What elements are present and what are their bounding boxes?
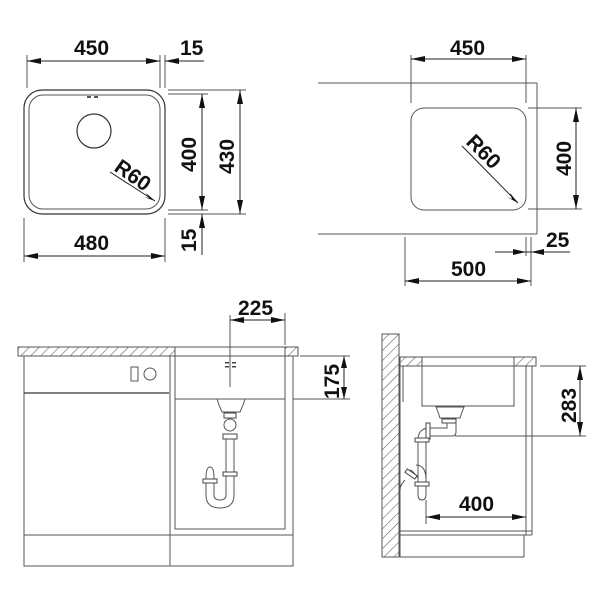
cabinet-width-label: 500	[451, 258, 486, 281]
countertop-hatch-left	[17, 346, 176, 357]
rim-bottom-label: 15	[178, 228, 201, 252]
dishwasher-display-icon	[130, 366, 139, 382]
cutout-width-label: 450	[450, 37, 485, 60]
overflow-icon	[225, 362, 236, 368]
rim-right-label: 15	[180, 37, 204, 60]
width-inner-label: 450	[74, 37, 109, 60]
siphon-trap-icon	[202, 398, 246, 509]
sink-bowl-side	[421, 365, 515, 407]
overflow-icon	[87, 96, 98, 98]
offset-label: 25	[546, 229, 570, 252]
bowl-depth-label: 175	[321, 364, 344, 399]
width-outer-label: 480	[74, 232, 109, 255]
cutout-depth-label: 400	[553, 141, 576, 176]
drain-distance-label: 400	[459, 493, 494, 516]
dishwasher-knob-icon	[143, 367, 157, 381]
drain-height-label: 283	[558, 388, 581, 423]
countertop-hatch-right	[284, 346, 299, 357]
depth-inner-label: 400	[178, 137, 201, 172]
depth-outer-label: 430	[216, 139, 239, 174]
wall-hatch	[381, 333, 400, 558]
side-view: 283 400	[381, 333, 586, 558]
drain-hole-icon	[76, 113, 112, 149]
countertop-hatch-front	[513, 356, 537, 367]
sink-inner-bowl	[28, 94, 161, 210]
front-view: 225 175	[17, 297, 350, 567]
countertop-hatch-back	[399, 356, 423, 367]
siphon-side-icon	[399, 406, 465, 501]
radius-label: R60	[110, 155, 155, 196]
drain-offset-label: 225	[238, 297, 273, 320]
cutout-radius-label: R60	[461, 130, 505, 174]
top-view-cutout: R60 450 400 500 25	[318, 37, 582, 286]
top-view-sink: R60 450 15 400 430 15	[23, 37, 246, 262]
cutout-outline	[410, 107, 527, 211]
sink-outer-rim	[23, 89, 166, 215]
